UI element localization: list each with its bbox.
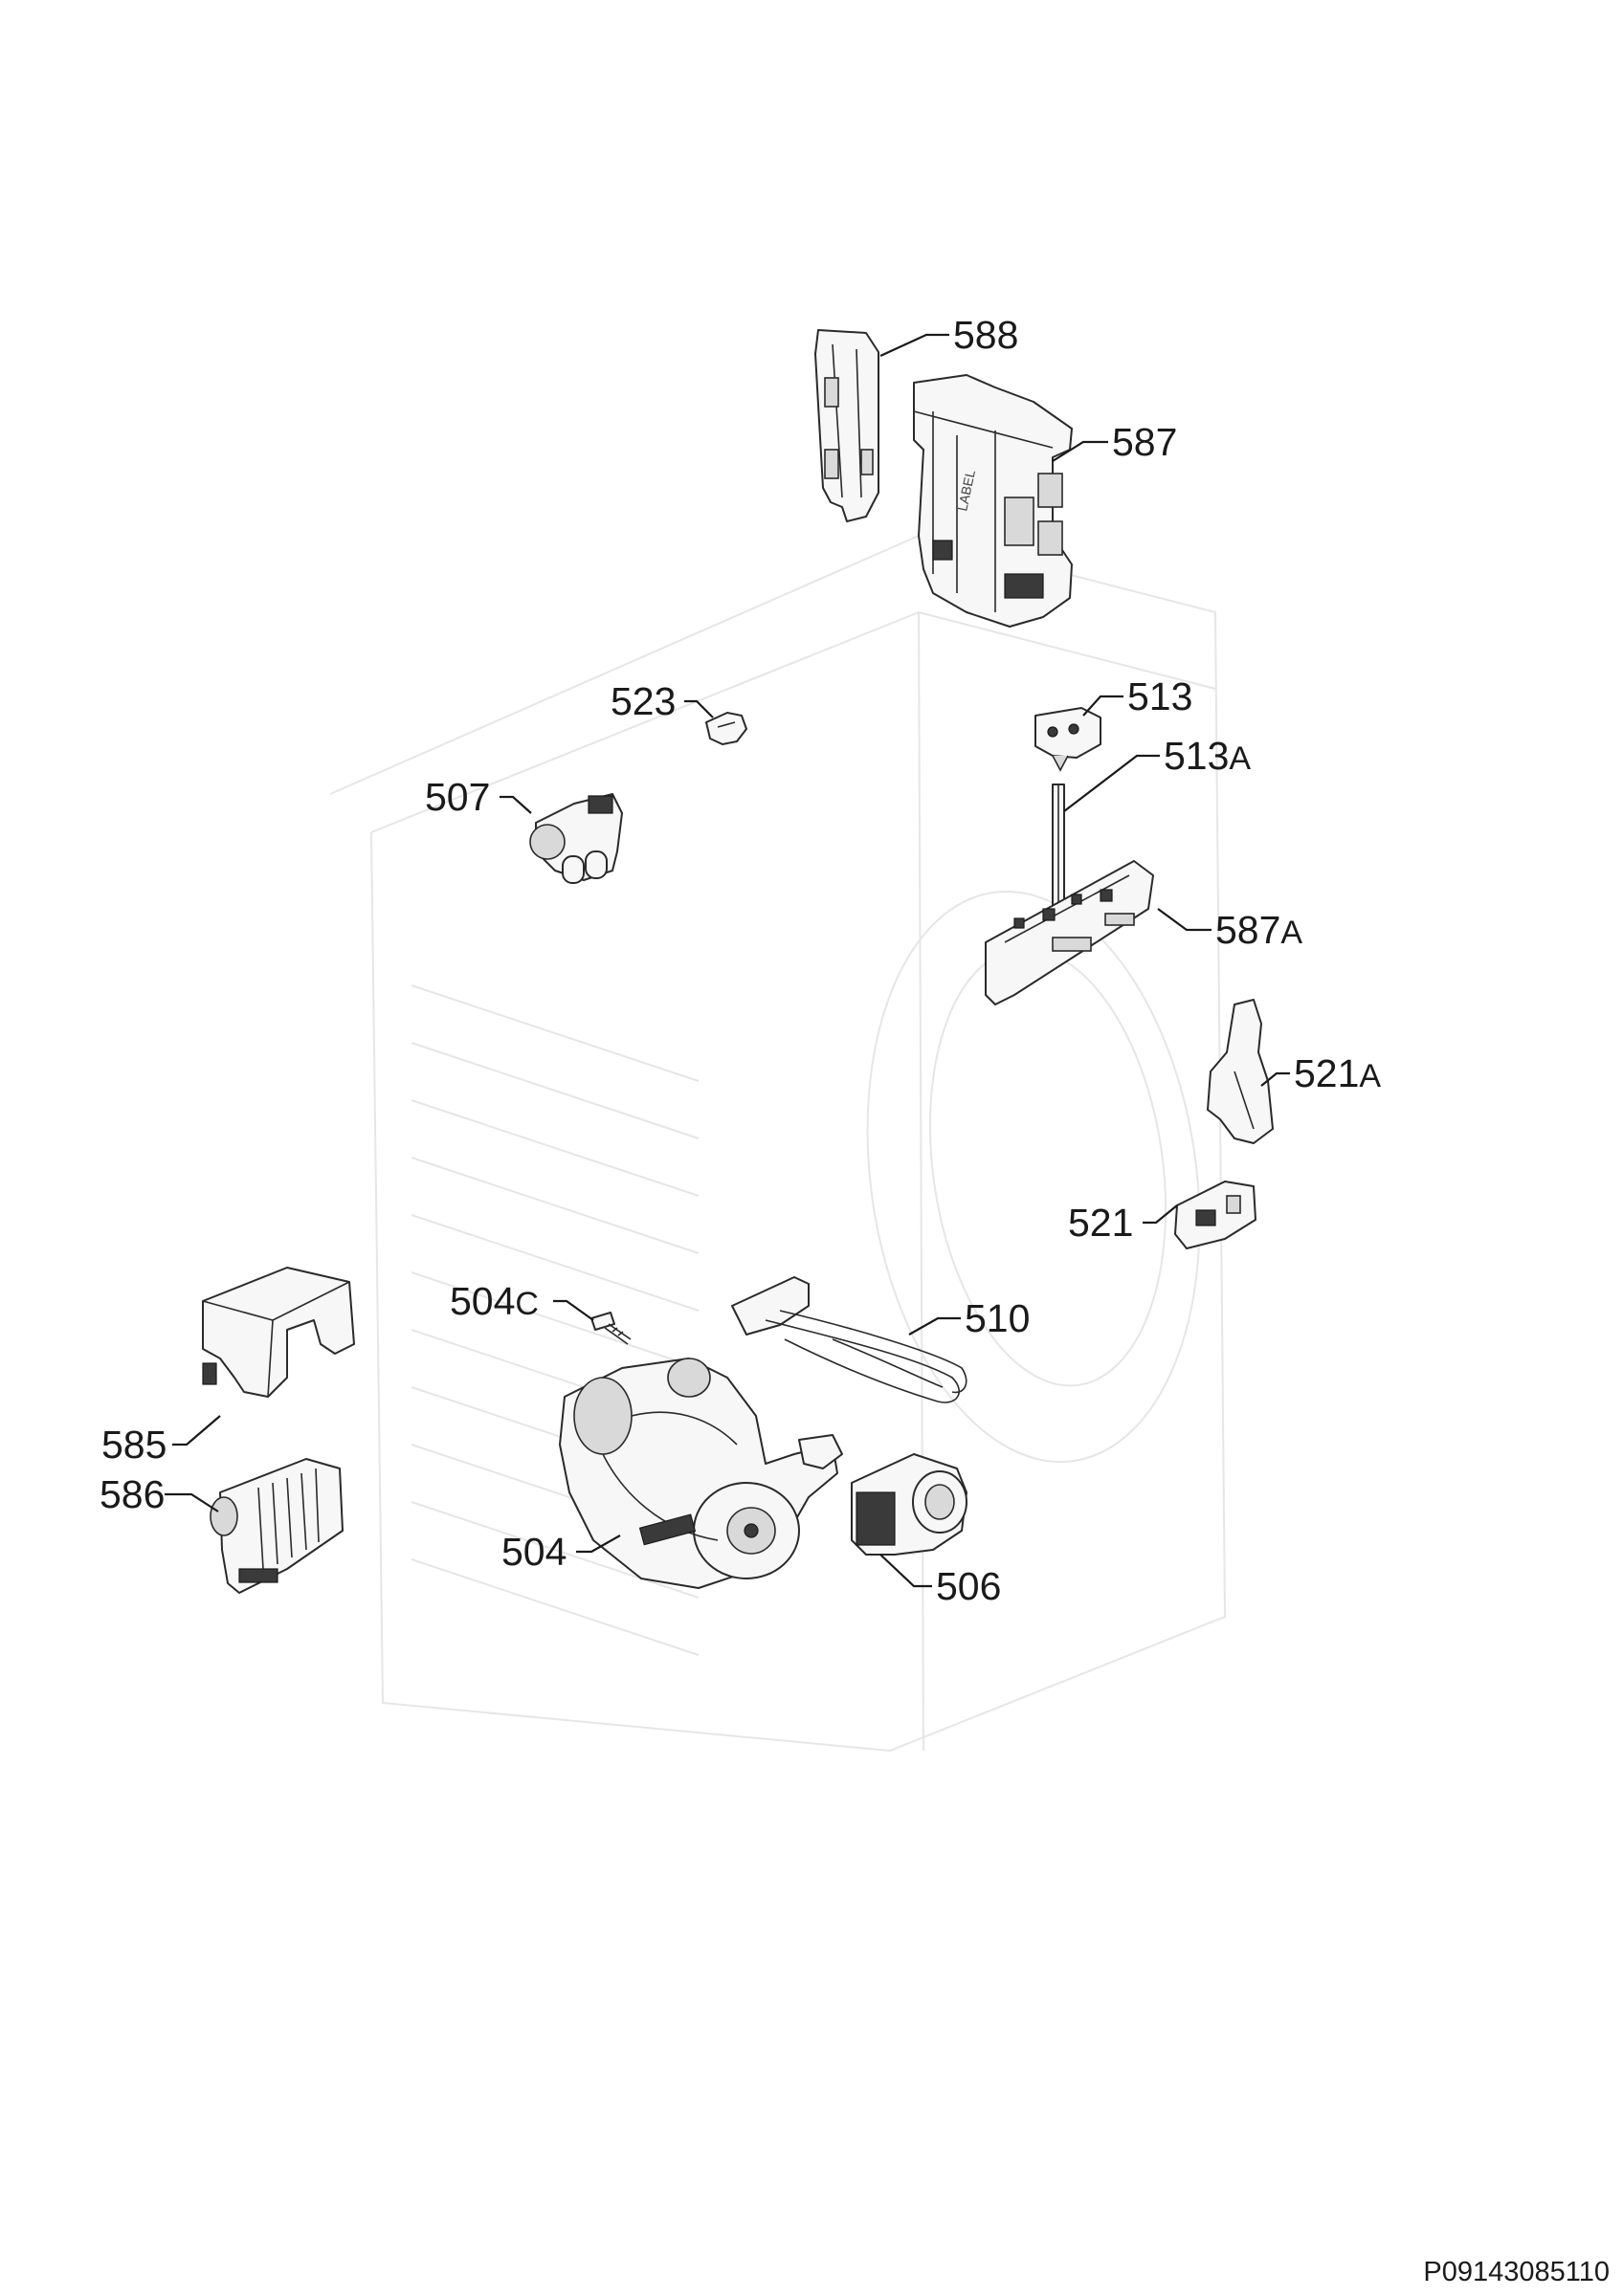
part-513-pressure-switch [1034, 707, 1101, 772]
document-number: P09143085110 [1423, 2257, 1610, 2287]
callout-513: 513 [1127, 674, 1192, 718]
leader-513A [1063, 754, 1160, 812]
part-504C-screw [590, 1312, 632, 1345]
part-587A-electronic-board [985, 860, 1154, 1005]
callout-507: 507 [425, 775, 490, 819]
part-588-control-panel-cover [814, 329, 879, 522]
callout-586: 586 [100, 1472, 165, 1516]
part-506-drain-pump [851, 1453, 967, 1556]
part-513A-pressure-hose [1052, 784, 1065, 910]
leader-510 [908, 1316, 961, 1336]
leader-585 [172, 1415, 221, 1446]
part-510-heating-element [731, 1276, 967, 1403]
callout-587: 587 [1112, 420, 1177, 464]
callout-521: 521 [1068, 1201, 1133, 1245]
callout-587A: 587A [1215, 908, 1302, 952]
part-586-interference-filter [210, 1458, 344, 1594]
part-504-motor [559, 1358, 843, 1589]
callout-585: 585 [101, 1423, 167, 1467]
leader-506 [879, 1554, 932, 1588]
leader-521 [1143, 1204, 1178, 1225]
leader-504 [576, 1534, 621, 1554]
callout-504C: 504C [450, 1279, 539, 1323]
leader-587A [1157, 908, 1212, 932]
part-507-inlet-valve [529, 793, 623, 884]
leader-521A [1260, 1071, 1290, 1087]
callout-521A: 521A [1294, 1051, 1381, 1095]
leader-504C [553, 1299, 594, 1321]
part-587-module-housing: LABEL [913, 374, 1073, 628]
callout-506: 506 [936, 1564, 1001, 1608]
leader-588 [879, 333, 949, 357]
part-523-clip [705, 712, 747, 745]
callout-588: 588 [953, 313, 1018, 357]
part-521A-door-lock-bracket [1207, 999, 1274, 1144]
callout-523: 523 [611, 679, 676, 723]
leader-507 [500, 795, 532, 814]
callout-labels: 588 587 523 513 513A 507 587A 521A 521 5… [100, 313, 1381, 1608]
part-585-filter-cover [202, 1267, 355, 1398]
leader-513 [1082, 695, 1123, 717]
callout-510: 510 [965, 1296, 1030, 1340]
leader-lines [165, 333, 1290, 1588]
callout-513A: 513A [1164, 734, 1251, 778]
leader-523 [684, 699, 714, 718]
leader-587 [1052, 440, 1108, 462]
part-521-door-interlock [1174, 1181, 1256, 1249]
leader-586 [165, 1492, 219, 1512]
callout-504: 504 [501, 1530, 567, 1574]
